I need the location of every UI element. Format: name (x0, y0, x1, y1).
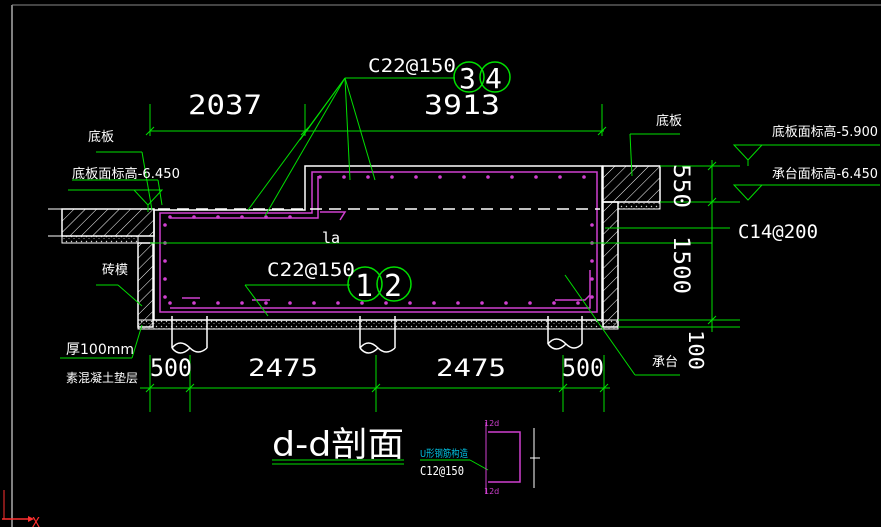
detail-dim-bottom: 12d (484, 487, 499, 496)
rebar-dot (288, 215, 292, 219)
elevation-right-bottom: 承台面标高-6.450 (772, 166, 878, 182)
dim-top-right: 3913 (424, 90, 500, 121)
rebar-bottom-label: C22@150 (267, 259, 355, 281)
rebar-dot (312, 301, 316, 305)
rebar-dot (240, 301, 244, 305)
rebar-circle-a-top: 3 (459, 62, 476, 95)
rebar-dot (528, 301, 532, 305)
rebar-dot (318, 175, 322, 179)
ucs-axis-icon (2, 490, 34, 522)
rebar-top-label: C22@150 (368, 55, 456, 77)
rebar-dot (456, 301, 460, 305)
rebar-dot (264, 215, 268, 219)
dim-top-left: 2037 (188, 90, 262, 121)
rebar-dot (240, 215, 244, 219)
rebar-dot (510, 175, 514, 179)
rebar-dot (366, 175, 370, 179)
rebar-dot (192, 301, 196, 305)
rebar-dot (336, 301, 340, 305)
detail-title: U形钢筋构造 (420, 447, 468, 460)
right-floor-slab (602, 165, 661, 328)
dim-right-1: 550 (668, 164, 693, 208)
rebar-dot (192, 215, 196, 219)
u-bar-detail (485, 422, 540, 494)
rebar-dot (590, 223, 594, 227)
left-brick-mold (137, 242, 154, 328)
piles (171, 316, 583, 354)
rebar-dot (163, 259, 167, 263)
cushion-layer (137, 319, 619, 330)
axis-x-label: X (32, 516, 40, 527)
la-label: la (322, 229, 340, 247)
cushion-label-line1: 厚100mm (66, 342, 134, 358)
rebar-dot (414, 175, 418, 179)
rebar-dot (438, 175, 442, 179)
rebar-dot (576, 301, 580, 305)
rebar-dot (360, 301, 364, 305)
rebar-dot (288, 301, 292, 305)
rebar-dot (552, 301, 556, 305)
rebar-dot (163, 277, 167, 281)
elevation-left: 底板面标高-6.450 (72, 166, 180, 182)
side-rebar-label: C14@200 (738, 221, 818, 243)
rebar-circle-b-top: 4 (485, 62, 502, 95)
rebar-dot (462, 175, 466, 179)
rebar-dot (486, 175, 490, 179)
rebar-dot (163, 295, 167, 299)
rebar-dot (558, 175, 562, 179)
rebar-dot (534, 175, 538, 179)
brick-mold-label: 砖模 (102, 263, 128, 278)
rebar-dot (590, 259, 594, 263)
rebar-dot (582, 175, 586, 179)
rebar-dot (216, 215, 220, 219)
rebar-dot (168, 301, 172, 305)
dim-right-3: 100 (684, 330, 708, 370)
rebar-dot (384, 301, 388, 305)
rebar-dot (590, 295, 594, 299)
dim-bottom-4: 500 (562, 354, 604, 382)
cushion-label-line2: 素混凝土垫层 (66, 370, 138, 385)
rebar-dot (408, 301, 412, 305)
rebar-dot (264, 301, 268, 305)
floor-label-left: 底板 (88, 129, 114, 145)
left-floor-slab (48, 208, 155, 244)
detail-rebar-label: C12@150 (420, 464, 464, 478)
rebar-dot (432, 301, 436, 305)
dimension-lines (60, 77, 880, 471)
cap-label: 承台 (652, 355, 678, 370)
rebar-dot (504, 301, 508, 305)
dim-bottom-1: 500 (150, 354, 192, 382)
rebar-dot (216, 301, 220, 305)
floor-label-right: 底板 (656, 113, 682, 129)
dim-bottom-3: 2475 (436, 354, 506, 382)
rebar-circle-a-bottom: 1 (355, 269, 373, 304)
pile-cap-outline (153, 165, 603, 321)
rebar-dot (163, 223, 167, 227)
elevation-right-top: 底板面标高-5.900 (772, 124, 878, 140)
rebar-dot (168, 215, 172, 219)
dim-bottom-2: 2475 (248, 354, 318, 382)
rebar-cage (159, 171, 598, 313)
detail-dim-top: 12d (484, 419, 499, 428)
rebar-dots (163, 175, 594, 305)
rebar-dot (342, 175, 346, 179)
rebar-number-circles (347, 61, 511, 302)
rebar-dot (590, 277, 594, 281)
rebar-dot (390, 175, 394, 179)
section-title: d-d剖面 (272, 425, 404, 465)
dim-right-2: 1500 (668, 236, 693, 294)
rebar-dot (480, 301, 484, 305)
rebar-circle-b-bottom: 2 (384, 269, 402, 304)
